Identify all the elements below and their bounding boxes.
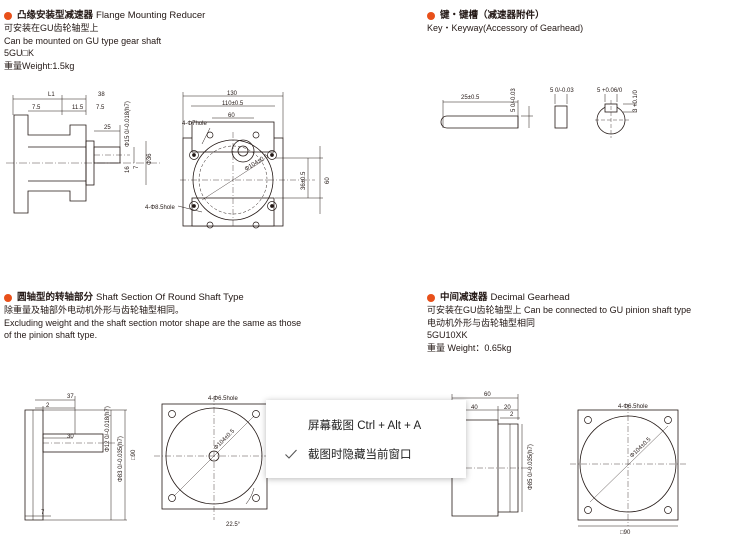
flange-line-2: Can be mounted on GU type gear shaft: [4, 35, 162, 46]
dim-11-5: 11.5: [72, 105, 84, 111]
flange-heading: 凸缘安装型减速器 Flange Mounting Reducer: [4, 9, 205, 22]
dim-7-5a: 7.5: [32, 105, 41, 111]
dim-36: 36±0.5: [301, 171, 307, 190]
key-dim-25: 25±0.5: [461, 95, 480, 101]
decimal-dim-phi85: Φ85 0/-0.035(h7): [528, 444, 534, 490]
round-dim-2: 2: [46, 403, 50, 409]
dim-7-5b: 7.5: [96, 105, 105, 111]
round-dim-angle: 22.5°: [226, 522, 241, 528]
key-section: 键・键槽（减速器附件） Key・Keyway(Accessory of Gear…: [427, 9, 583, 35]
flange-line-3: 5GU□K: [4, 48, 34, 58]
decimal-dim-2: 2: [510, 412, 514, 418]
round-dim-30: 30: [67, 434, 74, 440]
dim-16: 16: [125, 166, 131, 173]
dim-38: 38: [98, 92, 105, 98]
decimal-dim-sq90: □90: [620, 530, 631, 536]
round-dim-37: 37: [67, 394, 74, 400]
decimal-dim-phi104: Φ104±0.5: [629, 436, 653, 459]
decimal-dim-20: 20: [504, 405, 511, 411]
decimal-dim-40: 40: [471, 405, 478, 411]
hole-4-8-5: 4-Φ8.5hole: [145, 205, 175, 211]
round-line-2: Excluding weight and the shaft section m…: [4, 317, 302, 328]
key-dim-5c: 5 +0.06/0: [597, 88, 623, 94]
dim-130: 130: [227, 91, 238, 97]
menu-item-hide-window[interactable]: 截图时隐藏当前窗口: [266, 443, 466, 467]
bullet-icon: [4, 11, 12, 20]
decimal-line-3: 5GU10XK: [427, 330, 468, 340]
menu-item-screenshot[interactable]: 屏幕截图 Ctrl + Alt + A: [266, 414, 466, 438]
round-dim-phi83: Φ83 0/-0.035(h7): [118, 436, 124, 482]
dim-phi36: Φ36: [147, 153, 153, 165]
decimal-title-cn: 中间减速器: [440, 292, 488, 303]
key-dim-3: 3 +0.1/0: [633, 89, 639, 112]
round-dim-sq90: □90: [131, 449, 137, 460]
flange-line-1: 可安装在GU齿轮轴型上: [4, 23, 99, 33]
dim-7: 7: [134, 165, 140, 169]
flange-mount-holes: [189, 131, 277, 229]
checkmark-icon: [285, 449, 297, 459]
dim-l1: L1: [48, 92, 55, 98]
decimal-mount-holes: [584, 416, 672, 514]
round-hole-4-6-5: 4-Φ6.5hole: [208, 396, 238, 402]
decimal-section: 中间减速器 Decimal Gearhead 可安装在GU齿轮轴型上 Can b…: [427, 291, 691, 354]
key-dim-5b: 5 0/-0.03: [550, 88, 574, 94]
flange-section: 凸缘安装型减速器 Flange Mounting Reducer 可安装在GU齿…: [4, 9, 205, 72]
key-title-cn: 键・键槽（减速器附件）: [440, 10, 545, 21]
decimal-line-2: 电动机外形与齿轮轴型相同: [427, 317, 536, 328]
key-drawing: 25±0.5 5 0/-0.03 5 0/-0.03 5 +0.06/0 3 +…: [440, 88, 639, 138]
dim-25: 25: [104, 125, 111, 131]
round-line-1: 除重量及轴部外电动机外形与齿轮轴型相同。: [4, 305, 185, 315]
decimal-line-4: 重量 Weight：0.65kg: [427, 342, 512, 353]
menu-item-screenshot-label: 屏幕截图 Ctrl + Alt + A: [308, 420, 422, 432]
round-heading: 圆轴型的转轴部分 Shaft Section Of Round Shaft Ty…: [4, 291, 301, 304]
decimal-heading: 中间减速器 Decimal Gearhead: [427, 291, 691, 304]
flange-title-en: Flange Mounting Reducer: [96, 10, 206, 21]
decimal-dim-60: 60: [484, 392, 491, 398]
dim-60: 60: [228, 113, 235, 119]
bullet-icon: [427, 293, 435, 302]
decimal-side-drawing: 60 40 20 2 Φ85 0/-0.035(h7): [444, 392, 534, 517]
flange-side-drawing: L1 38 7.5 11.5 7.5 25 Φ15 0/-0.018(h7) Φ…: [6, 92, 160, 214]
dim-60v: 60: [325, 177, 331, 184]
decimal-hole-4-6-5: 4-Φ6.5hole: [618, 404, 648, 410]
flange-title-cn: 凸缘安装型减速器: [17, 10, 94, 21]
dim-phi15: Φ15 0/-0.018(h7): [125, 101, 131, 147]
round-section: 圆轴型的转轴部分 Shaft Section Of Round Shaft Ty…: [4, 291, 301, 342]
decimal-title-en: Decimal Gearhead: [490, 292, 570, 303]
round-line-3: of the pinion shaft type.: [4, 330, 98, 340]
round-front-drawing: 4-Φ6.5hole Φ104±0.5 22.5°: [154, 396, 268, 528]
decimal-line-1: 可安装在GU齿轮轴型上 Can be connected to GU pinio…: [427, 305, 692, 315]
bullet-icon: [427, 11, 435, 20]
key-dim-5a: 5 0/-0.03: [511, 88, 517, 112]
key-heading: 键・键槽（减速器附件）: [427, 9, 583, 22]
round-mount-holes: [168, 410, 260, 502]
bullet-icon: [4, 293, 12, 302]
round-title-cn: 圆轴型的转轴部分: [17, 292, 94, 303]
round-side-drawing: 37 2 30 Φ12 0/-0.018(h7) Φ83 0/-0.035(h7…: [24, 394, 137, 521]
round-dim-phi12: Φ12 0/-0.018(h7): [105, 406, 111, 452]
menu-item-hide-window-label: 截图时隐藏当前窗口: [308, 449, 412, 461]
round-title-en: Shaft Section Of Round Shaft Type: [96, 292, 244, 303]
decimal-front-drawing: 4-Φ6.5hole Φ104±0.5 □90: [570, 404, 686, 536]
round-dim-phi104: Φ104±0.5: [213, 428, 236, 451]
hole-4-7: 4-Φ7hole: [182, 121, 207, 127]
dim-110: 110±0.5: [222, 101, 244, 107]
flange-front-drawing: 130 110±0.5 60 4-Φ7hole 4-Φ8.5hole Φ104±…: [145, 91, 331, 229]
screenshot-context-menu: 屏幕截图 Ctrl + Alt + A 截图时隐藏当前窗口: [266, 400, 466, 478]
key-title-en: Key・Keyway(Accessory of Gearhead): [427, 23, 584, 33]
flange-line-4: 重量Weight:1.5kg: [4, 60, 75, 71]
round-dim-7: 7: [41, 510, 45, 516]
